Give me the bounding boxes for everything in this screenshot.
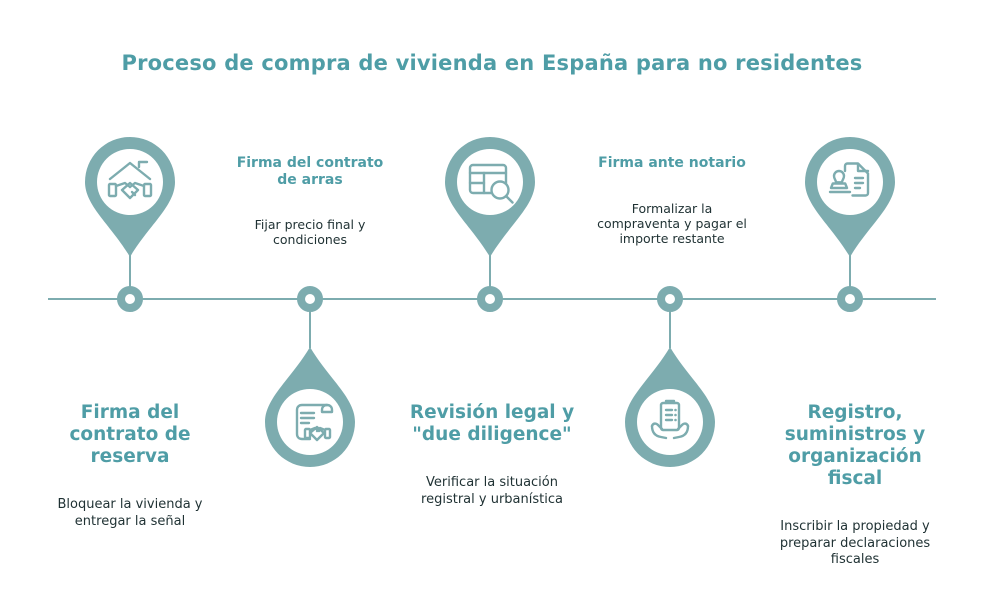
step4-connector	[669, 311, 671, 348]
table-magnifier-icon	[468, 163, 514, 204]
step1-timeline-node	[117, 286, 143, 312]
step5-title: Registro, suministros y organización fis…	[784, 402, 926, 489]
step4-timeline-node	[657, 286, 683, 312]
step2-title: Firma del contrato de arras	[236, 155, 384, 188]
step5-location-pin	[805, 137, 895, 257]
step1-location-pin	[85, 137, 175, 257]
step2-timeline-node	[297, 286, 323, 312]
hands-document-icon	[650, 399, 690, 440]
step4-location-pin	[625, 347, 715, 467]
step2-label: Firma del contrato de arras Fijar precio…	[213, 136, 407, 266]
step2-location-pin	[265, 347, 355, 467]
house-handshake-icon	[107, 160, 153, 200]
step5-description: Inscribir la propiedad y preparar declar…	[779, 519, 931, 567]
step3-location-pin	[445, 137, 535, 257]
step5-connector	[849, 255, 851, 287]
step4-title: Firma ante notario	[598, 155, 746, 171]
step1-label: Firma del contrato de reserva Bloquear l…	[32, 383, 228, 549]
contract-handshake-icon	[295, 403, 334, 442]
step5-timeline-node	[837, 286, 863, 312]
step1-connector	[129, 255, 131, 287]
step3-label: Revisión legal y "due diligence" Verific…	[390, 383, 594, 527]
document-stamp-icon	[828, 162, 870, 197]
step2-description: Fijar precio final y condiciones	[254, 217, 366, 247]
step1-description: Bloquear la vivienda y entregar la señal	[57, 497, 203, 529]
step4-description: Formalizar la compraventa y pagar el imp…	[597, 200, 747, 246]
step3-timeline-node	[477, 286, 503, 312]
step3-connector	[489, 255, 491, 287]
step3-description: Verificar la situación registral y urban…	[421, 475, 563, 507]
step3-title: Revisión legal y "due diligence"	[409, 402, 575, 445]
step5-label: Registro, suministros y organización fis…	[746, 383, 964, 588]
step1-title: Firma del contrato de reserva	[69, 402, 191, 467]
infographic-title: Proceso de compra de vivienda en España …	[121, 51, 863, 75]
step4-label: Firma ante notario Formalizar la comprav…	[575, 136, 769, 265]
step2-connector	[309, 311, 311, 348]
